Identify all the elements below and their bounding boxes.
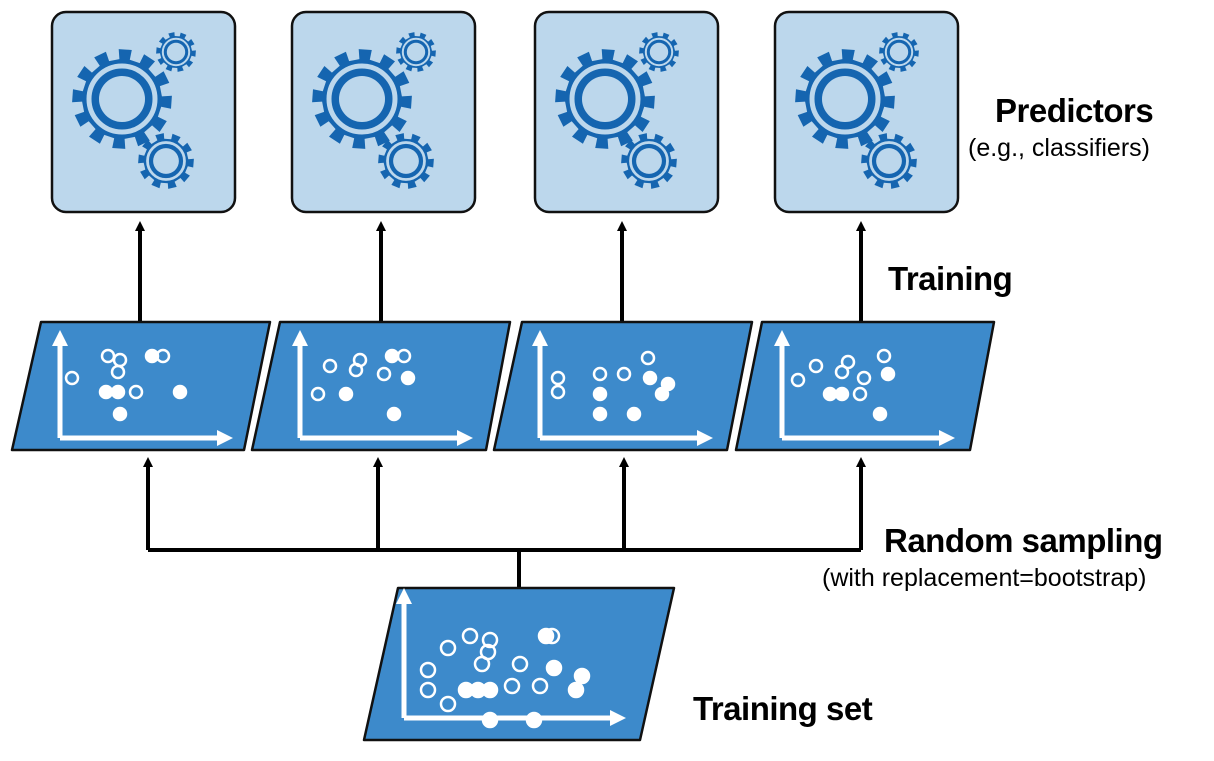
small-gear-icon (156, 32, 196, 72)
hollow-point (852, 386, 868, 402)
medium-gear-icon (861, 133, 917, 189)
filled-point (400, 370, 416, 386)
filled-point (98, 384, 114, 400)
filled-point (481, 711, 499, 729)
filled-point (386, 406, 402, 422)
sample-dataset-2 (250, 320, 512, 452)
filled-point (338, 386, 354, 402)
dataset-frame (10, 320, 272, 452)
hollow-point (322, 358, 338, 374)
filled-point (592, 406, 608, 422)
large-gear-icon (312, 49, 412, 149)
hollow-point (616, 366, 632, 382)
hollow-point (128, 384, 144, 400)
hollow-point (640, 350, 656, 366)
hollow-point (550, 370, 566, 386)
hollow-point (64, 370, 80, 386)
filled-point (880, 366, 896, 382)
filled-point (525, 711, 543, 729)
hollow-point (155, 348, 171, 364)
large-gear-icon (72, 49, 172, 149)
hollow-point (310, 386, 326, 402)
filled-point (872, 406, 888, 422)
filled-point (110, 384, 126, 400)
filled-point (642, 370, 658, 386)
hollow-point (531, 677, 549, 695)
filled-point (567, 681, 585, 699)
hollow-point (439, 695, 457, 713)
hollow-point (110, 364, 126, 380)
large-gear-icon (555, 49, 655, 149)
hollow-point (352, 352, 368, 368)
hollow-point (856, 370, 872, 386)
dataset-frame (250, 320, 512, 452)
filled-point (573, 667, 591, 685)
filled-point (834, 386, 850, 402)
filled-point (481, 681, 499, 699)
small-gear-icon (879, 32, 919, 72)
hollow-point (876, 348, 892, 364)
sample-dataset-4 (734, 320, 996, 452)
medium-gear-icon (138, 133, 194, 189)
hollow-point (461, 627, 479, 645)
hollow-point (592, 366, 608, 382)
predictors-subtitle: (e.g., classifiers) (968, 134, 1150, 162)
hollow-point (503, 677, 521, 695)
hollow-point (543, 627, 561, 645)
predictors-title: Predictors (995, 92, 1154, 129)
training-label: Training (888, 260, 1013, 297)
large-gear-icon (795, 49, 895, 149)
hollow-point (439, 639, 457, 657)
sample-dataset-1 (10, 320, 272, 452)
medium-gear-icon (378, 133, 434, 189)
filled-point (592, 386, 608, 402)
filled-point (545, 659, 563, 677)
medium-gear-icon (621, 133, 677, 189)
hollow-point (419, 661, 437, 679)
hollow-point (481, 631, 499, 649)
filled-point (822, 386, 838, 402)
hollow-point (419, 681, 437, 699)
small-gear-icon (639, 32, 679, 72)
hollow-point (473, 655, 491, 673)
filled-point (626, 406, 642, 422)
filled-point (112, 406, 128, 422)
dataset-frame (492, 320, 754, 452)
hollow-point (396, 348, 412, 364)
hollow-point (808, 358, 824, 374)
dataset-frame (734, 320, 996, 452)
hollow-point (790, 372, 806, 388)
hollow-point (840, 354, 856, 370)
hollow-point (376, 366, 392, 382)
random-sampling-subtitle: (with replacement=bootstrap) (822, 564, 1147, 592)
small-gear-icon (396, 32, 436, 72)
filled-point (654, 386, 670, 402)
filled-point (384, 348, 400, 364)
random-sampling-title: Random sampling (884, 522, 1163, 559)
training-set-dataset (362, 586, 676, 742)
sample-dataset-3 (492, 320, 754, 452)
hollow-point (511, 655, 529, 673)
hollow-point (550, 384, 566, 400)
filled-point (172, 384, 188, 400)
training-set-label: Training set (693, 690, 873, 727)
